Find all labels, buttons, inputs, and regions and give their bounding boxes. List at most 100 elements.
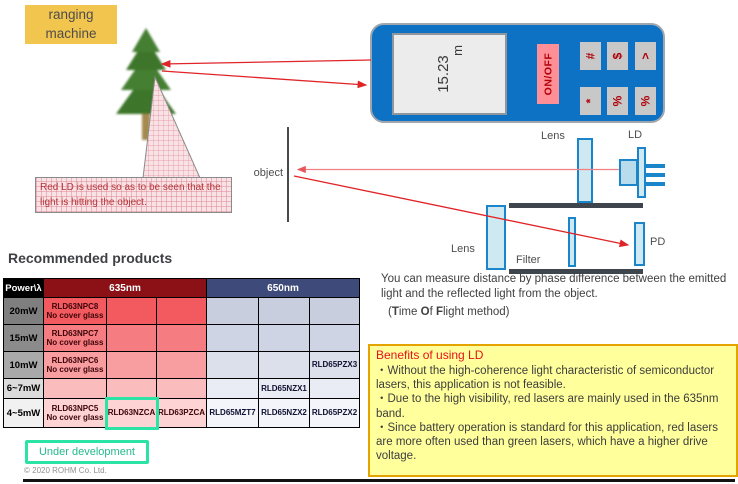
tof-method-label: (Time Of Flight method) [381, 305, 733, 320]
ranging-device: 15.23 m ON/OFF # $ > *%% [370, 23, 665, 123]
empty-cell [258, 324, 310, 352]
housing-bar-top [509, 203, 643, 208]
keypad-symbol: $ [610, 52, 625, 60]
lens-bottom-label: Lens [451, 243, 475, 255]
empty-cell [206, 297, 259, 325]
keypad-button: * [580, 87, 601, 115]
under-development-badge: Under development [25, 440, 149, 464]
keypad-button: > [635, 42, 656, 70]
keypad-symbol: % [638, 95, 653, 107]
ld-plate-icon [637, 147, 646, 198]
recommended-products-title: Recommended products [8, 250, 173, 266]
empty-cell [156, 297, 207, 325]
pd-icon [634, 222, 645, 266]
benefit-bullet: ・Without the high-coherence light charac… [376, 364, 715, 392]
ld-pin-icon [646, 173, 665, 177]
empty-cell [206, 324, 259, 352]
ld-can-icon [619, 159, 638, 186]
product-cell: RLD65NZX1 [258, 378, 310, 399]
ld-pin-icon [646, 164, 665, 168]
empty-cell [106, 351, 157, 379]
tof-text-part: ime [398, 306, 421, 319]
product-cell: RLD63PZCA [156, 398, 207, 428]
empty-cell [309, 378, 360, 399]
empty-cell [206, 378, 259, 399]
onoff-label: ON/OFF [542, 52, 555, 96]
keypad-button: % [607, 87, 628, 115]
beam-emitted-top [160, 59, 372, 68]
table-row: 6~7mW RLD65NZX1 [3, 378, 360, 399]
product-cell: RLD63NZCA [104, 396, 159, 430]
tof-text-part: T [391, 306, 399, 319]
keypad-symbol: > [638, 52, 653, 60]
empty-cell [156, 378, 207, 399]
keypad-button: # [580, 42, 601, 70]
benefits-bullets: ・Without the high-coherence light charac… [376, 364, 730, 464]
housing-bar-bottom [509, 269, 643, 274]
tof-text-part: F [435, 306, 443, 319]
lens-top-label: Lens [541, 130, 565, 142]
onoff-button: ON/OFF [537, 44, 559, 104]
description-text: You can measure distance by phase differ… [381, 273, 727, 301]
filter-label: Filter [516, 254, 541, 266]
display-readout: 15.23 m [435, 39, 465, 109]
tof-text-part: O [420, 306, 430, 319]
benefit-bullet: ・Due to the high visibility, red lasers … [376, 393, 719, 420]
table-corner-header: Power\λ [3, 278, 44, 298]
callout-note: Red LD is used so as to be seen that the… [35, 177, 232, 213]
empty-cell [309, 297, 360, 325]
description-block: You can measure distance by phase differ… [381, 272, 733, 321]
ranging-machine-label: ranging machine [25, 5, 117, 44]
empty-cell [43, 378, 107, 399]
power-row-header: 10mW [3, 351, 44, 379]
product-cell: RLD65PZX3 [309, 351, 360, 379]
distance-value: 15.23 [434, 55, 452, 93]
lens-bottom-icon [486, 205, 506, 270]
product-cell: RLD65NZX2 [258, 398, 310, 428]
keypad-symbol: % [610, 95, 625, 107]
object-label: object [253, 167, 283, 179]
power-row-header: 20mW [3, 297, 44, 325]
power-row-header: 4~5mW [3, 398, 44, 428]
tof-text-part: light method) [442, 306, 510, 319]
wavelength-header: 650nm [206, 278, 360, 298]
empty-cell [309, 324, 360, 352]
benefit-bullet: ・Since battery operation is standard for… [376, 421, 718, 463]
product-cell: RLD65PZX2 [309, 398, 360, 428]
empty-cell [258, 351, 310, 379]
keypad-symbol: * [583, 98, 598, 104]
ld-label: LD [628, 129, 643, 141]
keypad-symbol: # [583, 52, 598, 60]
lens-top-icon [577, 138, 593, 203]
empty-cell [156, 324, 207, 352]
power-row-header: 15mW [3, 324, 44, 352]
keypad-button: % [635, 87, 656, 115]
product-cell: RLD65MZT7 [206, 398, 259, 428]
bottom-rule [23, 479, 735, 482]
tof-text-part: ( [388, 306, 392, 319]
benefits-box: Benefits of using LD ・Without the high-c… [368, 344, 738, 477]
empty-cell [106, 297, 157, 325]
ld-pin-icon [646, 182, 665, 186]
empty-cell [106, 378, 157, 399]
object-line [287, 127, 289, 222]
power-row-header: 6~7mW [3, 378, 44, 399]
copyright-text: © 2020 ROHM Co. Ltd. [24, 466, 107, 475]
empty-cell [206, 351, 259, 379]
beam-cone [142, 75, 201, 179]
tof-text-part: f [429, 306, 436, 319]
empty-cell [106, 324, 157, 352]
benefits-title: Benefits of using LD [376, 348, 484, 362]
empty-cell [156, 351, 207, 379]
